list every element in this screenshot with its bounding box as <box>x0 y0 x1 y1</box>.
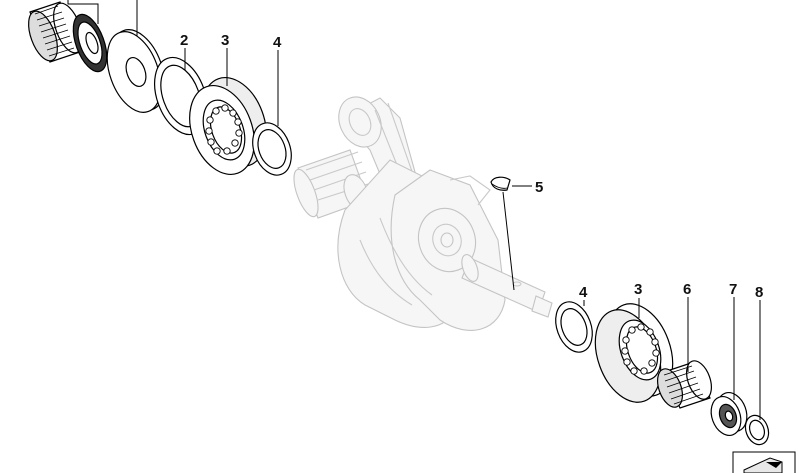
spacer-disc-left <box>106 29 166 113</box>
callout-shim-right: 4 <box>579 284 588 301</box>
shim-left <box>252 122 292 176</box>
callout-spacer-left: 2 <box>180 32 188 49</box>
callout-needle-bearing-right: 6 <box>683 281 691 298</box>
callout-labels: 2 3 4 5 4 3 6 7 8 <box>180 32 763 301</box>
washer-right <box>744 414 770 446</box>
ball-bearing-small <box>710 392 748 436</box>
thrust-washer-left <box>72 13 108 73</box>
callout-washer-right: 8 <box>755 284 763 301</box>
next-page-arrow-icon[interactable] <box>732 451 796 473</box>
needle-bearing-right <box>657 360 712 409</box>
callout-shim-left: 4 <box>273 34 282 51</box>
ball-bearing-left <box>189 76 267 176</box>
crank-webs <box>337 159 506 331</box>
crankshaft-assembly <box>293 96 553 331</box>
needle-bearing-left <box>28 1 83 63</box>
shim-right <box>555 301 593 353</box>
callout-bearing-right: 3 <box>634 281 642 298</box>
crank-right-shaft <box>461 254 553 318</box>
callout-ball-bearing: 7 <box>729 281 737 298</box>
callout-key: 5 <box>535 179 543 196</box>
woodruff-key <box>490 176 511 191</box>
leader-lines <box>67 0 761 420</box>
callout-bearing-left: 3 <box>221 32 229 49</box>
ball-bearing-right <box>594 303 674 403</box>
